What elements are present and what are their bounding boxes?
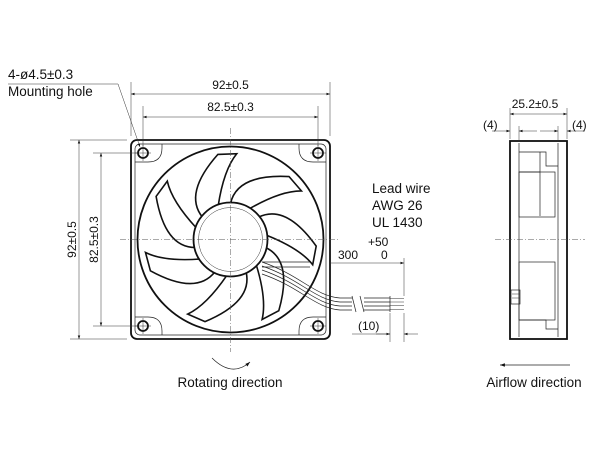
rotation-arrow-icon: [211, 357, 251, 370]
outer-width-dimension: 92±0.5: [212, 78, 249, 92]
lead-wire-length-dimension: [330, 258, 405, 296]
lead-wire-gauge: AWG 26: [372, 198, 423, 213]
side-left-flange: (4): [483, 118, 498, 132]
lead-wire-standard: UL 1430: [372, 215, 423, 230]
front-view: [120, 128, 340, 352]
impeller-blade: [194, 152, 239, 219]
lead-wire-tolerance-lower: 0: [381, 248, 388, 262]
hole-pitch-height-dimension: 82.5±0.3: [87, 216, 101, 263]
impeller-blade: [185, 270, 248, 323]
side-wire-exit: [510, 289, 521, 305]
impeller-blade: [155, 179, 198, 249]
impeller-blade: [144, 251, 216, 285]
lead-wire-title: Lead wire: [372, 181, 431, 196]
lead-wire-bundle: [261, 261, 404, 313]
width-dimensions: [130, 82, 331, 146]
lead-wire-tolerance-upper: +50: [368, 235, 389, 249]
side-right-flange: (4): [572, 118, 587, 132]
side-hub-upper: [518, 171, 556, 218]
rotating-direction-label: Rotating direction: [177, 375, 282, 390]
height-dimensions: [70, 139, 137, 340]
hole-pitch-width-dimension: 82.5±0.3: [207, 100, 254, 114]
side-depth-dimension: 25.2±0.5: [512, 97, 559, 111]
side-dimensions: [492, 108, 585, 141]
corner-pads: [135, 144, 326, 335]
mounting-hole-leader: [8, 83, 141, 148]
impeller-blades: [144, 152, 318, 323]
strip-length-dimension: [352, 313, 418, 342]
mounting-hole-spec: 4-ø4.5±0.3: [8, 67, 73, 82]
lead-wire-length: 300: [338, 248, 358, 262]
strip-length: (10): [358, 319, 379, 333]
outer-height-dimension: 92±0.5: [65, 221, 79, 258]
airflow-direction-label: Airflow direction: [486, 375, 581, 390]
side-hub-lower: [518, 261, 556, 321]
side-housing-outline: [509, 140, 568, 340]
hole-centermarks: [135, 145, 326, 334]
support-struts: [262, 261, 310, 268]
impeller-blade: [229, 175, 304, 210]
mounting-hole-label: Mounting hole: [8, 84, 93, 99]
side-view: [495, 140, 585, 340]
impeller-blade: [255, 246, 285, 322]
